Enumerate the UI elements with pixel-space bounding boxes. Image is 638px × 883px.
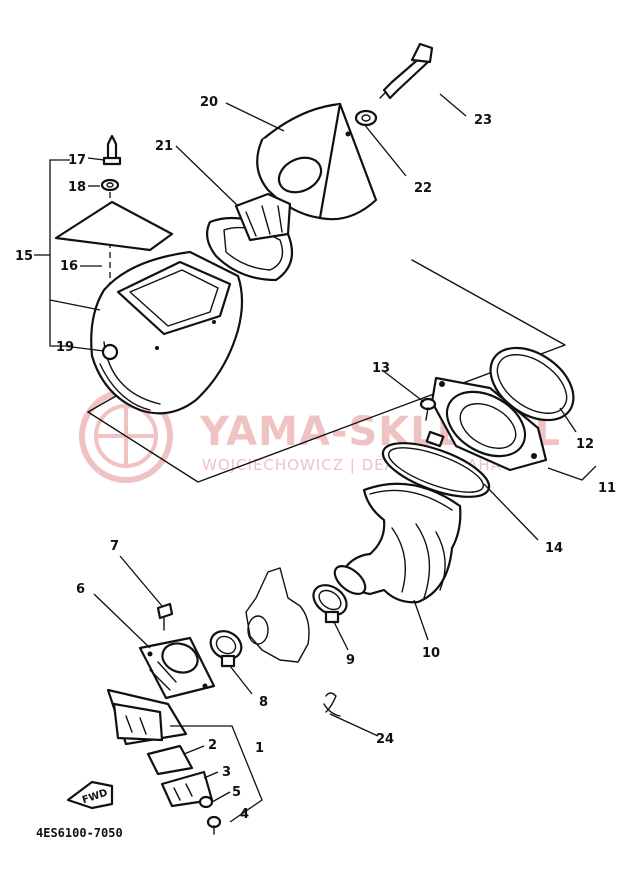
part-18-washer — [100, 178, 120, 192]
callout-6: 6 — [76, 582, 85, 597]
callout-7: 7 — [110, 539, 119, 554]
part-8-clamp — [209, 630, 243, 668]
callout-3: 3 — [222, 765, 231, 780]
part-21-filter-element — [205, 192, 294, 282]
callout-9: 9 — [346, 653, 355, 668]
callout-23: 23 — [474, 113, 492, 128]
part-23-bolt — [379, 42, 434, 100]
callout-labels: 23 22 20 21 17 18 15 16 19 13 12 11 14 1… — [15, 95, 616, 822]
leader-lines — [34, 93, 597, 823]
part-7-bolt — [156, 602, 174, 631]
part-6-manifold — [138, 636, 216, 700]
callout-19: 19 — [56, 340, 74, 355]
callout-12: 12 — [576, 437, 594, 452]
callout-18: 18 — [68, 180, 86, 195]
part-1-reed-valve — [106, 688, 188, 746]
diagram-code: 4ES6100-7050 — [36, 826, 123, 840]
callout-13: 13 — [372, 361, 390, 376]
callout-22: 22 — [414, 181, 432, 196]
callout-20: 20 — [200, 95, 218, 110]
callout-14: 14 — [545, 541, 563, 556]
callout-8: 8 — [259, 695, 268, 710]
part-5-washer — [198, 795, 214, 809]
callout-15: 15 — [15, 249, 33, 264]
callout-21: 21 — [155, 139, 173, 154]
callout-17: 17 — [68, 153, 86, 168]
callout-5: 5 — [232, 785, 241, 800]
part-2-reed-petal — [146, 744, 194, 776]
part-4-screw — [206, 815, 222, 835]
part-22-washer — [354, 109, 378, 127]
part-24-clip — [323, 692, 341, 717]
part-13-screw — [419, 397, 437, 421]
carburetor-bore — [247, 615, 269, 645]
part-10-intake-boot — [333, 482, 462, 604]
callout-16: 16 — [60, 259, 78, 274]
callout-24: 24 — [376, 732, 394, 747]
callout-11: 11 — [598, 481, 616, 496]
part-20-filter-cover — [256, 102, 378, 221]
part-9-clamp — [312, 584, 348, 624]
callout-10: 10 — [422, 646, 440, 661]
part-17-rivet — [102, 134, 122, 166]
part-15-airbox — [90, 250, 244, 415]
fwd-arrow-icon: FWD — [66, 780, 114, 810]
callout-2: 2 — [208, 738, 217, 753]
callout-4: 4 — [240, 807, 249, 822]
assembly-frame — [87, 259, 566, 483]
part-11-joint-flange — [430, 376, 548, 472]
carburetor-outline — [245, 567, 310, 663]
callout-1: 1 — [255, 741, 264, 756]
part-16-seal — [54, 200, 174, 252]
